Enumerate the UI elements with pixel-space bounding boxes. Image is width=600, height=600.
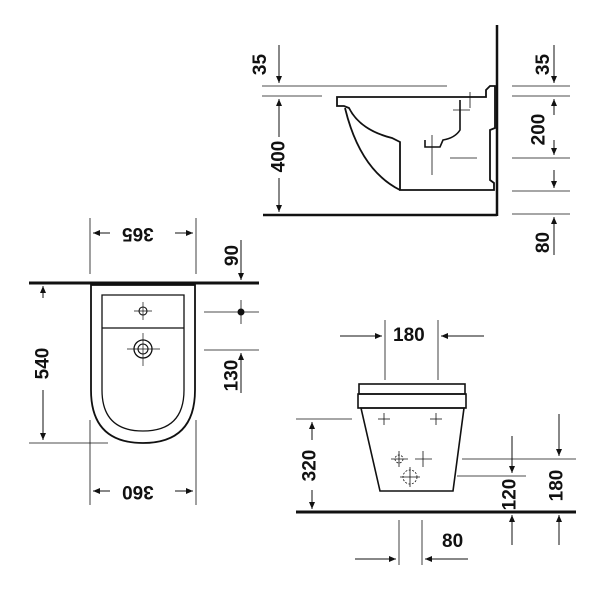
- dim-front-180-right: 180: [546, 469, 568, 502]
- dim-top-540: 540: [32, 347, 54, 380]
- front-view: [296, 320, 576, 565]
- dim-front-320: 320: [299, 449, 321, 482]
- dim-side-200: 200: [528, 113, 550, 146]
- dim-front-120: 120: [499, 478, 521, 511]
- dim-side-80: 80: [533, 231, 555, 254]
- dim-front-180-top: 180: [393, 325, 425, 346]
- dim-front-80: 80: [442, 531, 464, 552]
- dim-top-130: 130: [221, 359, 243, 392]
- dim-side-35-right: 35: [533, 53, 555, 76]
- top-view: [29, 218, 259, 505]
- dim-top-365: 365: [122, 223, 154, 244]
- dim-top-90: 90: [222, 244, 244, 267]
- dim-side-35-left: 35: [250, 53, 272, 76]
- dim-side-400: 400: [268, 140, 290, 173]
- dim-top-360: 360: [122, 481, 154, 502]
- side-view: [262, 25, 570, 255]
